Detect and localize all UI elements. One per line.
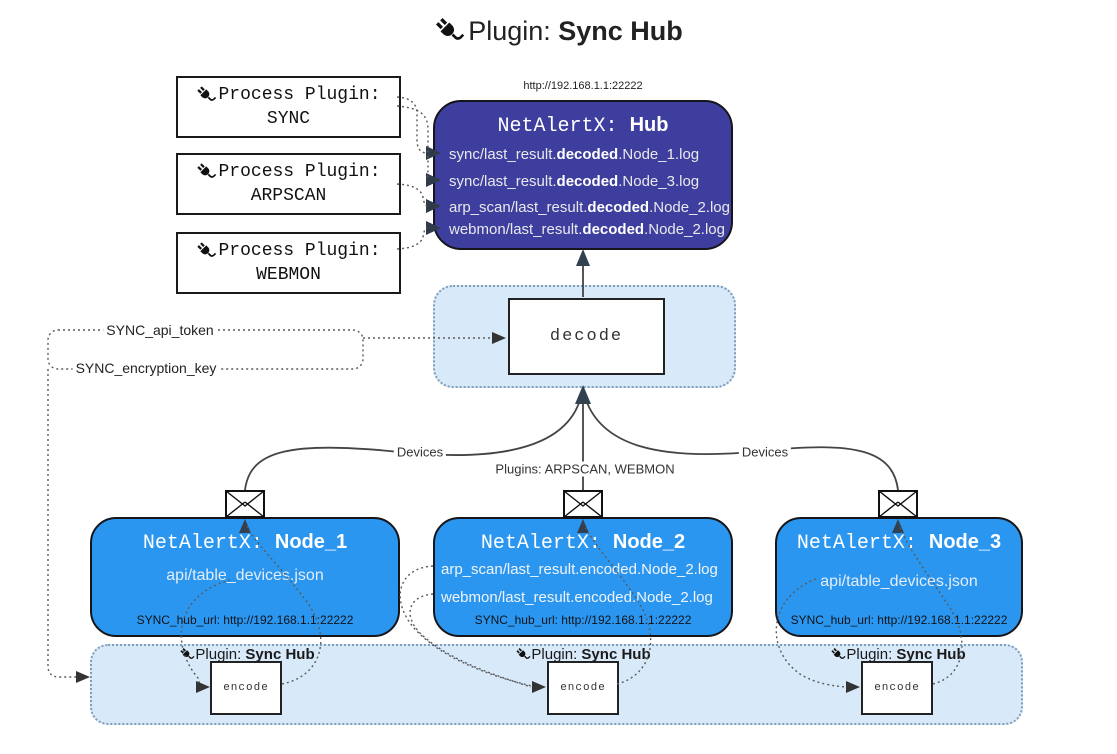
- hub-title-name: Hub: [629, 114, 669, 136]
- envelope-icon: [563, 490, 603, 518]
- title-prefix: Plugin:: [468, 16, 559, 46]
- edge-label-plugins-mid: Plugins: ARPSCAN, WEBMON: [492, 461, 678, 477]
- plug-icon: [197, 86, 217, 101]
- edge-sync-hublog2: [396, 105, 429, 181]
- edge-label-devices-left: Devices: [393, 444, 447, 460]
- process-plugin-name: WEBMON: [256, 265, 321, 285]
- node-title: NetAlertX: Node_2: [480, 531, 686, 555]
- edge-config-bottompanel: [47, 369, 76, 678]
- encode-box-1: encode: [210, 661, 282, 715]
- hub-url-label: http://192.168.1.1:22222: [523, 80, 643, 92]
- hub-title: NetAlertX: Hub: [435, 114, 731, 138]
- node-hub-url: SYNC_hub_url: http://192.168.1.1:22222: [474, 613, 692, 627]
- hub-log-line: arp_scan/last_result.decoded.Node_2.log: [449, 199, 730, 216]
- encode-box-3: encode: [861, 661, 933, 715]
- hub-log-line: webmon/last_result.decoded.Node_2.log: [449, 221, 725, 238]
- node-title: NetAlertX: Node_1: [142, 531, 348, 555]
- node-file: arp_scan/last_result.encoded.Node_2.log: [441, 561, 718, 578]
- encoder-label-1: Plugin: Sync Hub: [179, 646, 315, 663]
- encoder-label-3: Plugin: Sync Hub: [830, 646, 966, 663]
- plug-icon: [516, 648, 531, 659]
- envelope-icon: [225, 490, 265, 518]
- arrowhead-into-hub: [576, 249, 590, 266]
- process-plugin-title: Process Plugin:: [218, 162, 381, 182]
- process-plugin-arpscan: Process Plugin: ARPSCAN: [176, 153, 401, 215]
- plug-icon: [436, 18, 465, 40]
- hub-log-line: sync/last_result.decoded.Node_1.log: [449, 146, 700, 163]
- hub-title-prefix: NetAlertX:: [497, 115, 630, 138]
- envelope-icon: [878, 490, 918, 518]
- config-encryption-key-label: SYNC_encryption_key: [72, 360, 220, 376]
- edge-webmon-hublog4: [396, 227, 428, 250]
- node-title: NetAlertX: Node_3: [796, 531, 1002, 555]
- process-plugin-sync: Process Plugin: SYNC: [176, 76, 401, 138]
- plug-icon: [180, 648, 195, 659]
- process-plugin-name: SYNC: [266, 109, 311, 129]
- hub-node: NetAlertX: Hub sync/last_result.decoded.…: [433, 100, 733, 250]
- plug-icon: [831, 648, 846, 659]
- plug-icon: [197, 242, 217, 257]
- arrowhead-into-bottom-panel: [76, 671, 90, 683]
- decode-box: decode: [508, 298, 665, 375]
- encoder-label-2: Plugin: Sync Hub: [515, 646, 651, 663]
- process-plugin-title: Process Plugin:: [218, 85, 381, 105]
- plug-icon: [197, 163, 217, 178]
- node-hub-url: SYNC_hub_url: http://192.168.1.1:22222: [136, 613, 354, 627]
- node-file: api/table_devices.json: [820, 573, 978, 590]
- edge-arpscan-hublog3: [396, 183, 428, 207]
- edge-label-devices-right: Devices: [738, 444, 792, 460]
- process-plugin-name: ARPSCAN: [250, 186, 327, 206]
- hub-log-line: sync/last_result.decoded.Node_3.log: [449, 173, 700, 190]
- node-2: NetAlertX: Node_2 arp_scan/last_result.e…: [433, 517, 733, 637]
- config-api-token-label: SYNC_api_token: [103, 322, 217, 338]
- node-file: webmon/last_result.encoded.Node_2.log: [441, 589, 713, 606]
- node-file: api/table_devices.json: [166, 567, 324, 584]
- process-plugin-webmon: Process Plugin: WEBMON: [176, 232, 401, 294]
- encode-box-2: encode: [547, 661, 619, 715]
- page-title: Plugin: Sync Hub: [0, 16, 1117, 47]
- title-name: Sync Hub: [558, 16, 683, 46]
- edge-sync-hublog1: [396, 96, 427, 154]
- process-plugin-title: Process Plugin:: [218, 241, 381, 261]
- node-hub-url: SYNC_hub_url: http://192.168.1.1:22222: [790, 613, 1008, 627]
- node-3: NetAlertX: Node_3 api/table_devices.json…: [775, 517, 1023, 637]
- node-1: NetAlertX: Node_1 api/table_devices.json…: [90, 517, 400, 637]
